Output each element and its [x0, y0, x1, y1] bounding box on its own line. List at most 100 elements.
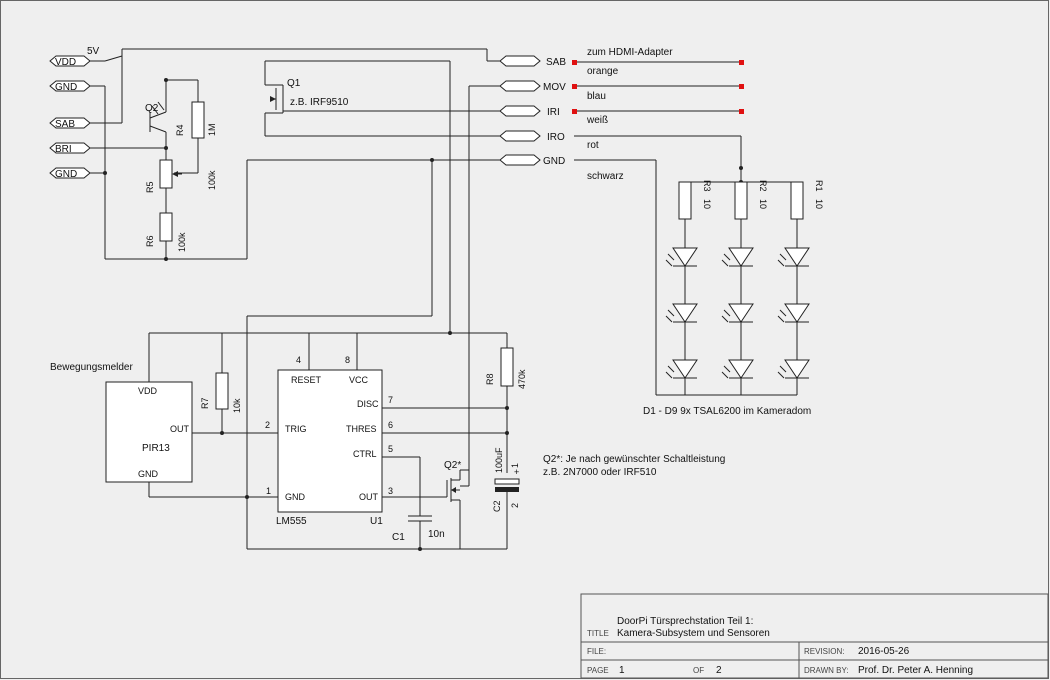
- r2-resistor: [734, 181, 748, 220]
- r3-resistor: [678, 181, 692, 220]
- svg-text:8: 8: [345, 355, 350, 365]
- port-left-sab: SAB: [49, 117, 91, 130]
- led-array: R3 10 R2 10 R1 10 D1 - D9 9x TSAL6200 im…: [643, 180, 824, 417]
- wires-top: [90, 48, 500, 549]
- u1-value: LM555: [276, 516, 307, 527]
- wire-notes: zum HDMI-Adapter orange blau weiß rot sc…: [586, 47, 673, 182]
- svg-text:10n: 10n: [428, 529, 445, 540]
- lm555-timer: 4 8 RESET VCC DISC THRES CTRL OUT TRIG G…: [265, 333, 507, 527]
- svg-text:4: 4: [296, 355, 301, 365]
- svg-text:VDD: VDD: [138, 386, 158, 396]
- r6-resistor: R6 100k: [145, 212, 187, 252]
- r2-ref: R2: [758, 180, 768, 192]
- svg-text:C1: C1: [392, 532, 405, 543]
- svg-text:VDD: VDD: [55, 57, 76, 68]
- svg-text:orange: orange: [587, 66, 619, 77]
- drawn-by: Prof. Dr. Peter A. Henning: [858, 665, 973, 676]
- svg-text:+: +: [514, 467, 519, 477]
- title-block: TITLE DoorPi Türsprechstation Teil 1: Ka…: [580, 593, 1049, 679]
- svg-text:GND: GND: [543, 156, 565, 167]
- port-left-bri: BRI: [49, 142, 91, 155]
- pir-title: Bewegungsmelder: [50, 362, 133, 373]
- r8-resistor: R8 470k: [485, 333, 527, 473]
- pir-name: PIR13: [142, 443, 170, 454]
- title-line-1: DoorPi Türsprechstation Teil 1:: [617, 616, 753, 627]
- svg-text:OF: OF: [693, 666, 704, 675]
- svg-text:GND: GND: [138, 469, 159, 479]
- rail-label-5v: 5V: [87, 46, 100, 57]
- svg-text:zum HDMI-Adapter: zum HDMI-Adapter: [587, 47, 673, 58]
- svg-text:10k: 10k: [232, 398, 242, 413]
- svg-text:1: 1: [266, 486, 271, 496]
- svg-text:3: 3: [388, 486, 393, 496]
- revision-value: 2016-05-26: [858, 646, 910, 657]
- svg-text:DRAWN BY:: DRAWN BY:: [804, 666, 849, 675]
- port-left-vdd: VDD: [49, 55, 91, 68]
- q1-value: z.B. IRF9510: [290, 97, 349, 108]
- svg-text:470k: 470k: [517, 369, 527, 389]
- port-right-gnd: GND: [499, 154, 565, 167]
- port-right-iro: IRO: [499, 130, 565, 143]
- led-caption: D1 - D9 9x TSAL6200 im Kameradom: [643, 406, 811, 417]
- port-right-iri: IRI: [499, 105, 560, 118]
- r1-value: 10: [814, 199, 824, 209]
- svg-text:MOV: MOV: [543, 82, 566, 93]
- svg-text:6: 6: [388, 420, 393, 430]
- svg-text:7: 7: [388, 395, 393, 405]
- svg-text:R7: R7: [200, 397, 210, 409]
- svg-text:REVISION:: REVISION:: [804, 647, 844, 656]
- svg-text:GND: GND: [55, 169, 77, 180]
- svg-text:IRO: IRO: [547, 132, 565, 143]
- c1-capacitor: C1 10n: [392, 515, 445, 549]
- q2-phototransistor: Q2: [145, 101, 167, 133]
- svg-text:5: 5: [388, 444, 393, 454]
- svg-text:VCC: VCC: [349, 375, 369, 385]
- r3-value: 10: [702, 199, 712, 209]
- port-right-mov: MOV: [499, 80, 566, 93]
- r3-ref: R3: [702, 180, 712, 192]
- svg-text:BRI: BRI: [55, 144, 72, 155]
- r4-resistor: R4 1M: [175, 101, 217, 139]
- c2-capacitor: + 100uF C2 1 2: [492, 447, 520, 549]
- svg-text:PAGE: PAGE: [587, 666, 609, 675]
- svg-text:TITLE: TITLE: [587, 629, 609, 638]
- svg-text:schwarz: schwarz: [587, 171, 624, 182]
- svg-text:TRIG: TRIG: [285, 424, 307, 434]
- svg-text:R5: R5: [145, 181, 155, 193]
- port-right-sab: SAB: [499, 55, 566, 68]
- right-ports: SAB MOV IRI IRO GND: [499, 55, 566, 167]
- svg-text:THRES: THRES: [346, 424, 377, 434]
- svg-text:2: 2: [510, 503, 520, 508]
- svg-text:100k: 100k: [207, 170, 217, 190]
- svg-text:C2: C2: [492, 500, 502, 512]
- page-number: 1: [619, 665, 625, 676]
- svg-text:1M: 1M: [207, 123, 217, 136]
- led-symbols: [665, 247, 810, 379]
- svg-text:RESET: RESET: [291, 375, 322, 385]
- title-line-2: Kamera-Subsystem und Sensoren: [617, 628, 770, 639]
- u1-ref: U1: [370, 516, 383, 527]
- svg-text:FILE:: FILE:: [587, 647, 606, 656]
- r5-potentiometer: R5 100k: [145, 159, 217, 193]
- svg-text:DISC: DISC: [357, 399, 379, 409]
- svg-text:z.B. 2N7000 oder IRF510: z.B. 2N7000 oder IRF510: [543, 467, 657, 478]
- r1-resistor: [790, 181, 804, 220]
- svg-text:weiß: weiß: [586, 115, 608, 126]
- svg-text:Q2*: Q2*: [444, 460, 461, 471]
- port-left-gnd-2: GND: [49, 167, 91, 180]
- svg-text:GND: GND: [285, 492, 306, 502]
- design-notes: Q2*: Je nach gewünschter Schaltleistung …: [543, 454, 725, 478]
- svg-text:100uF: 100uF: [494, 447, 504, 473]
- page-count: 2: [716, 665, 722, 676]
- r7-resistor: R7 10k: [200, 333, 242, 433]
- r1-ref: R1: [814, 180, 824, 192]
- svg-text:Q2*: Je nach gewünschter Schal: Q2*: Je nach gewünschter Schaltleistung: [543, 454, 725, 465]
- q1-mosfet: Q1 z.B. IRF9510: [265, 78, 349, 114]
- port-left-gnd-1: GND: [49, 80, 91, 93]
- wires-right: [572, 60, 797, 396]
- pir-sensor: Bewegungsmelder VDD OUT GND PIR13: [50, 332, 507, 498]
- svg-text:CTRL: CTRL: [353, 449, 377, 459]
- q2-ref: Q2: [145, 103, 159, 114]
